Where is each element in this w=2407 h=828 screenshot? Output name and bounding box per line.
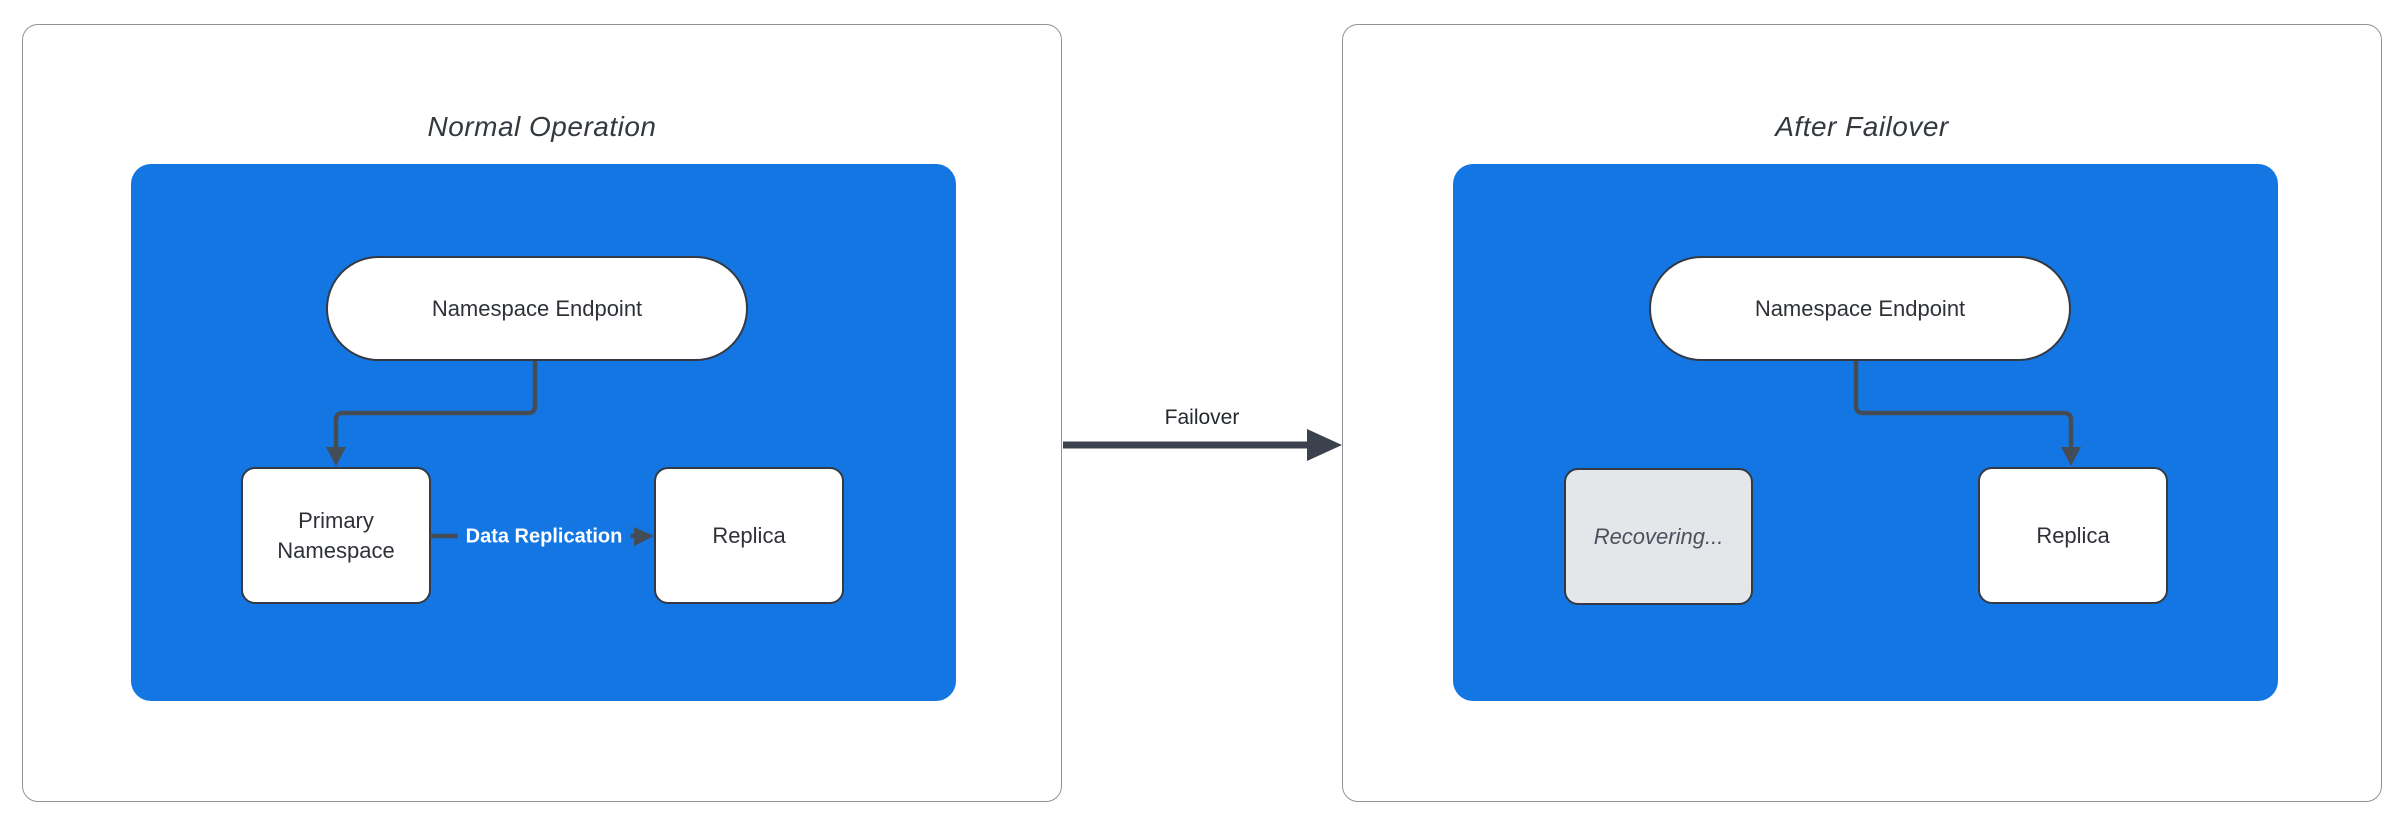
- panel-normal-operation: Normal Operation Namespace Endpoint Prim…: [22, 24, 1062, 802]
- cluster-box-failover: [1453, 164, 2278, 701]
- namespace-endpoint-label: Namespace Endpoint: [1754, 295, 1966, 321]
- cluster-box-normal: [131, 164, 956, 701]
- failover-label: Failover: [1164, 406, 1240, 429]
- panel-title-after-failover: After Failover: [1775, 111, 1949, 142]
- replica-label-failover: Replica: [2036, 522, 2110, 548]
- replica-node-failover: Replica: [1978, 467, 2168, 604]
- panel-after-failover: After Failover Namespace Endpoint Recove…: [1342, 24, 2382, 802]
- namespace-endpoint-label: Namespace Endpoint: [431, 295, 643, 321]
- recovering-label: Recovering...: [1593, 523, 1724, 549]
- panel-title-normal-operation: Normal Operation: [427, 111, 657, 142]
- replica-node-normal: Replica: [654, 467, 844, 604]
- replica-label-normal: Replica: [712, 522, 786, 548]
- primary-namespace-node: Primary Namespace: [241, 467, 431, 604]
- namespace-endpoint-node-normal: Namespace Endpoint: [326, 256, 748, 361]
- primary-namespace-label: Primary Namespace: [277, 507, 395, 563]
- data-replication-edge-label: Data Replication: [457, 523, 631, 551]
- namespace-endpoint-node-failover: Namespace Endpoint: [1649, 256, 2071, 361]
- failover-arrowhead: [1307, 429, 1342, 461]
- recovering-node: Recovering...: [1564, 468, 1753, 605]
